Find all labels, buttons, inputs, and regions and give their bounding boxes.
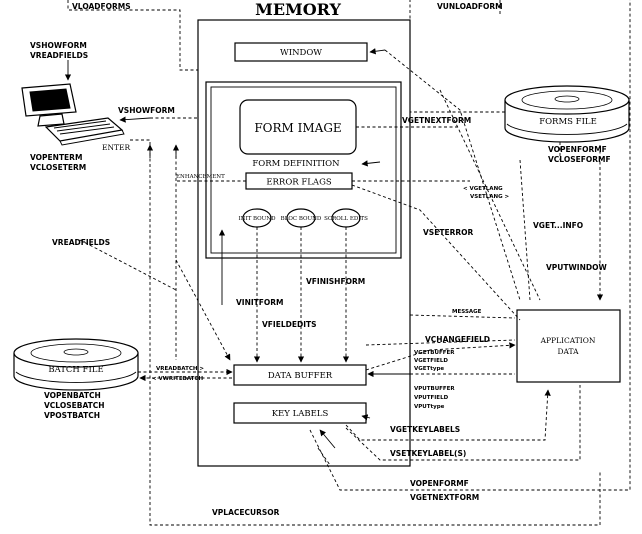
label-vopenterm: VOPENTERM [30, 153, 82, 162]
conn-form-def-in [361, 160, 381, 167]
label-vloadforms: VLOADFORMS [72, 2, 131, 11]
label-vputwindow: VPUTWINDOW [546, 263, 607, 272]
label-vplacecursor: VPLACECURSOR [212, 508, 280, 517]
label-vputtype: VPUTtype [414, 404, 445, 410]
enhancement-label: ENHANCEMENT [176, 174, 225, 180]
scroll-edits-label: SCROLL EDITS [324, 216, 368, 222]
conn-vreadfields [79, 239, 177, 291]
batch-file-label: BATCH FILE [48, 365, 103, 375]
label-vgetnextform: VGETNEXTFORM [402, 116, 471, 125]
conn-terminal-right [130, 139, 151, 260]
error-flags-label: ERROR FLAGS [266, 178, 332, 188]
label-vgetlang: < VGETLANG [463, 186, 503, 192]
label-vfieldedits: VFIELDEDITS [262, 320, 317, 329]
conn-vreadfields2 [175, 259, 231, 361]
label-vchangefield: VCHANGEFIELD [425, 335, 490, 344]
data-buffer-box [233, 364, 367, 386]
conn-vgetnextform-bottom [317, 447, 331, 466]
enter-label: ENTER [102, 143, 131, 152]
label-vreadfields: VREADFIELDS [52, 238, 110, 247]
label-vsetlang: VSETLANG > [470, 194, 510, 200]
memory-title: MEMORY [255, 0, 341, 19]
label-vfinishform: VFINISHFORM [306, 277, 365, 286]
conn-vopenformf-bottom [309, 0, 631, 491]
label-message: MESSAGE [452, 309, 482, 315]
conn-keylabels-arrow [319, 429, 336, 449]
label-vseterror: VSETERROR [423, 228, 473, 237]
form-image-label: FORM IMAGE [254, 121, 341, 135]
label-vreadfields-top: VREADFIELDS [30, 51, 88, 60]
conn-buffer-to-app [365, 342, 516, 371]
label-vgetfield: VGETFIELD [414, 358, 448, 364]
conn-vgetnextform [439, 89, 541, 301]
conn-vgetinfo [519, 159, 531, 301]
label-vgetinfo: VGET...INFO [533, 221, 583, 230]
label-vinitform: VINITFORM [236, 298, 284, 307]
label-vputfield: VPUTFIELD [414, 395, 449, 401]
label-vputbuffer: VPUTBUFFER [414, 386, 455, 392]
application-data-box [516, 309, 621, 383]
data-buffer-label: DATA BUFFER [268, 371, 333, 381]
label-vopenformf-bottom: VOPENFORMF [410, 479, 469, 488]
label-vunloadform: VUNLOADFORM [437, 2, 503, 11]
label-vsetkeylabels: VSETKEYLABEL(S) [390, 449, 466, 458]
label-vclosebatch: VCLOSEBATCH [44, 401, 105, 410]
key-labels-label: KEY LABELS [272, 409, 329, 419]
label-vcloseformf: VCLOSEFORMF [548, 155, 611, 164]
conn-keylabels-set [345, 385, 581, 461]
label-vreadbatch: VREADBATCH > [156, 366, 204, 372]
label-vcloseterm: VCLOSETERM [30, 163, 86, 172]
label-vshowform-top: VSHOWFORM [30, 41, 87, 50]
conn-vshowform [119, 116, 151, 123]
label-vgettype: VGETtype [414, 366, 444, 372]
conn-keylabels-get [361, 414, 371, 421]
conn-window-dash [384, 49, 521, 301]
batch-file-icon [13, 338, 139, 391]
key-labels-box [233, 402, 367, 424]
terminal-icon [21, 83, 125, 146]
conn-vchangefield [365, 339, 516, 346]
label-vgetnextform-bottom: VGETNEXTFORM [410, 493, 479, 502]
label-vgetkeylabels: VGETKEYLABELS [390, 425, 460, 434]
application-label: APPLICATION [540, 336, 596, 345]
conn-vseterror [351, 184, 521, 321]
data-label: DATA [557, 347, 579, 356]
label-vopenformf: VOPENFORMF [548, 145, 607, 154]
label-vwritebatch: < VWRITEBATCH [152, 376, 203, 382]
label-vgetbuffer: VGETBUFFER [414, 350, 455, 356]
bloc-bound-label: BLOC BOUND [281, 216, 322, 222]
form-definition-label: FORM DEFINITION [252, 159, 340, 169]
window-label: WINDOW [280, 48, 322, 58]
conn-vloadforms [67, 0, 198, 71]
forms-file-label: FORMS FILE [539, 117, 597, 127]
window-box [234, 42, 368, 62]
conn-vplacecursor [149, 260, 601, 526]
label-vshowform: VSHOWFORM [118, 106, 175, 115]
forms-file-icon [504, 85, 630, 143]
form-definition-frame-inner [210, 86, 397, 254]
label-vpostbatch: VPOSTBATCH [44, 411, 100, 420]
label-vopenbatch: VOPENBATCH [44, 391, 101, 400]
init-bound-label: INIT BOUND [238, 216, 276, 222]
conn-window-in [369, 48, 386, 55]
conn-message [409, 314, 516, 319]
